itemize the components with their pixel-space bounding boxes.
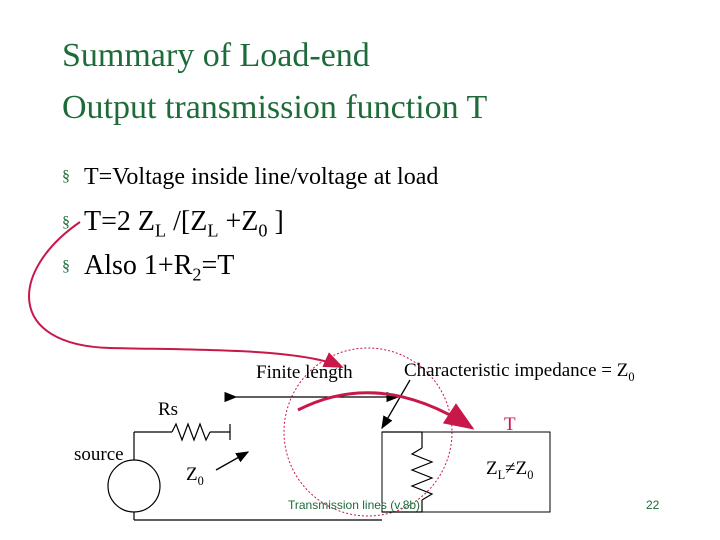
bullet-2-text: T=2 Z [84, 206, 155, 237]
subscript: 0 [258, 220, 268, 241]
resistor-rs-icon [171, 422, 211, 442]
slide-title: Summary of Load-end Output transmission … [62, 30, 487, 134]
bullet-2-text: +Z [218, 206, 259, 237]
bullet-1-text: T=Voltage inside line/voltage at load [84, 164, 439, 190]
z0-text: Z [186, 464, 198, 485]
loop-arrow [28, 221, 344, 368]
source-icon [107, 459, 161, 513]
z0-pointer [215, 451, 250, 471]
t-label: T [504, 414, 516, 435]
subscript: L [155, 220, 167, 241]
char-impedance-pointer [381, 379, 411, 430]
subscript: 0 [197, 473, 204, 488]
bullet-3-text: Also 1+R [84, 250, 193, 281]
subscript: L [497, 467, 506, 482]
zl-text: Z [486, 458, 498, 479]
bullet-1: § T=Voltage inside line/voltage at load [62, 164, 438, 191]
subscript: 0 [628, 369, 635, 384]
bullet-2-text: ] [267, 206, 284, 237]
bullet-marker-icon: § [62, 258, 70, 275]
title-line-2: Output transmission function T [62, 89, 488, 126]
page-number: 22 [646, 498, 660, 512]
bullet-marker-icon: § [62, 214, 70, 231]
bullet-2-text: /[Z [166, 206, 208, 237]
subscript: L [207, 220, 219, 241]
bullet-3-text: =T [201, 250, 235, 281]
char-impedance-label: Characteristic impedance = Z0 [404, 360, 635, 385]
subscript: 0 [527, 467, 534, 482]
finite-length-label: Finite length [256, 362, 353, 383]
t-arrow [297, 391, 475, 430]
source-label: source [74, 444, 124, 465]
bullet-3: § Also 1+R2=T [62, 250, 234, 286]
subscript: 2 [192, 264, 202, 285]
zl-label: ZL≠Z0 [486, 458, 533, 483]
load-resistor-icon [410, 447, 434, 501]
z0-label: Z0 [186, 464, 204, 489]
char-impedance-text: Characteristic impedance = Z [404, 360, 629, 381]
footer-caption: Transmission lines (v.8b) [288, 498, 421, 512]
title-line-1: Summary of Load-end [62, 37, 370, 74]
load-box [381, 431, 551, 513]
zl-ne-text: ≠Z [505, 458, 528, 479]
rs-label: Rs [158, 399, 179, 420]
bullet-marker-icon: § [62, 168, 70, 185]
bullet-2: §T=2 ZL /[ZL +Z0 ] [62, 206, 284, 242]
